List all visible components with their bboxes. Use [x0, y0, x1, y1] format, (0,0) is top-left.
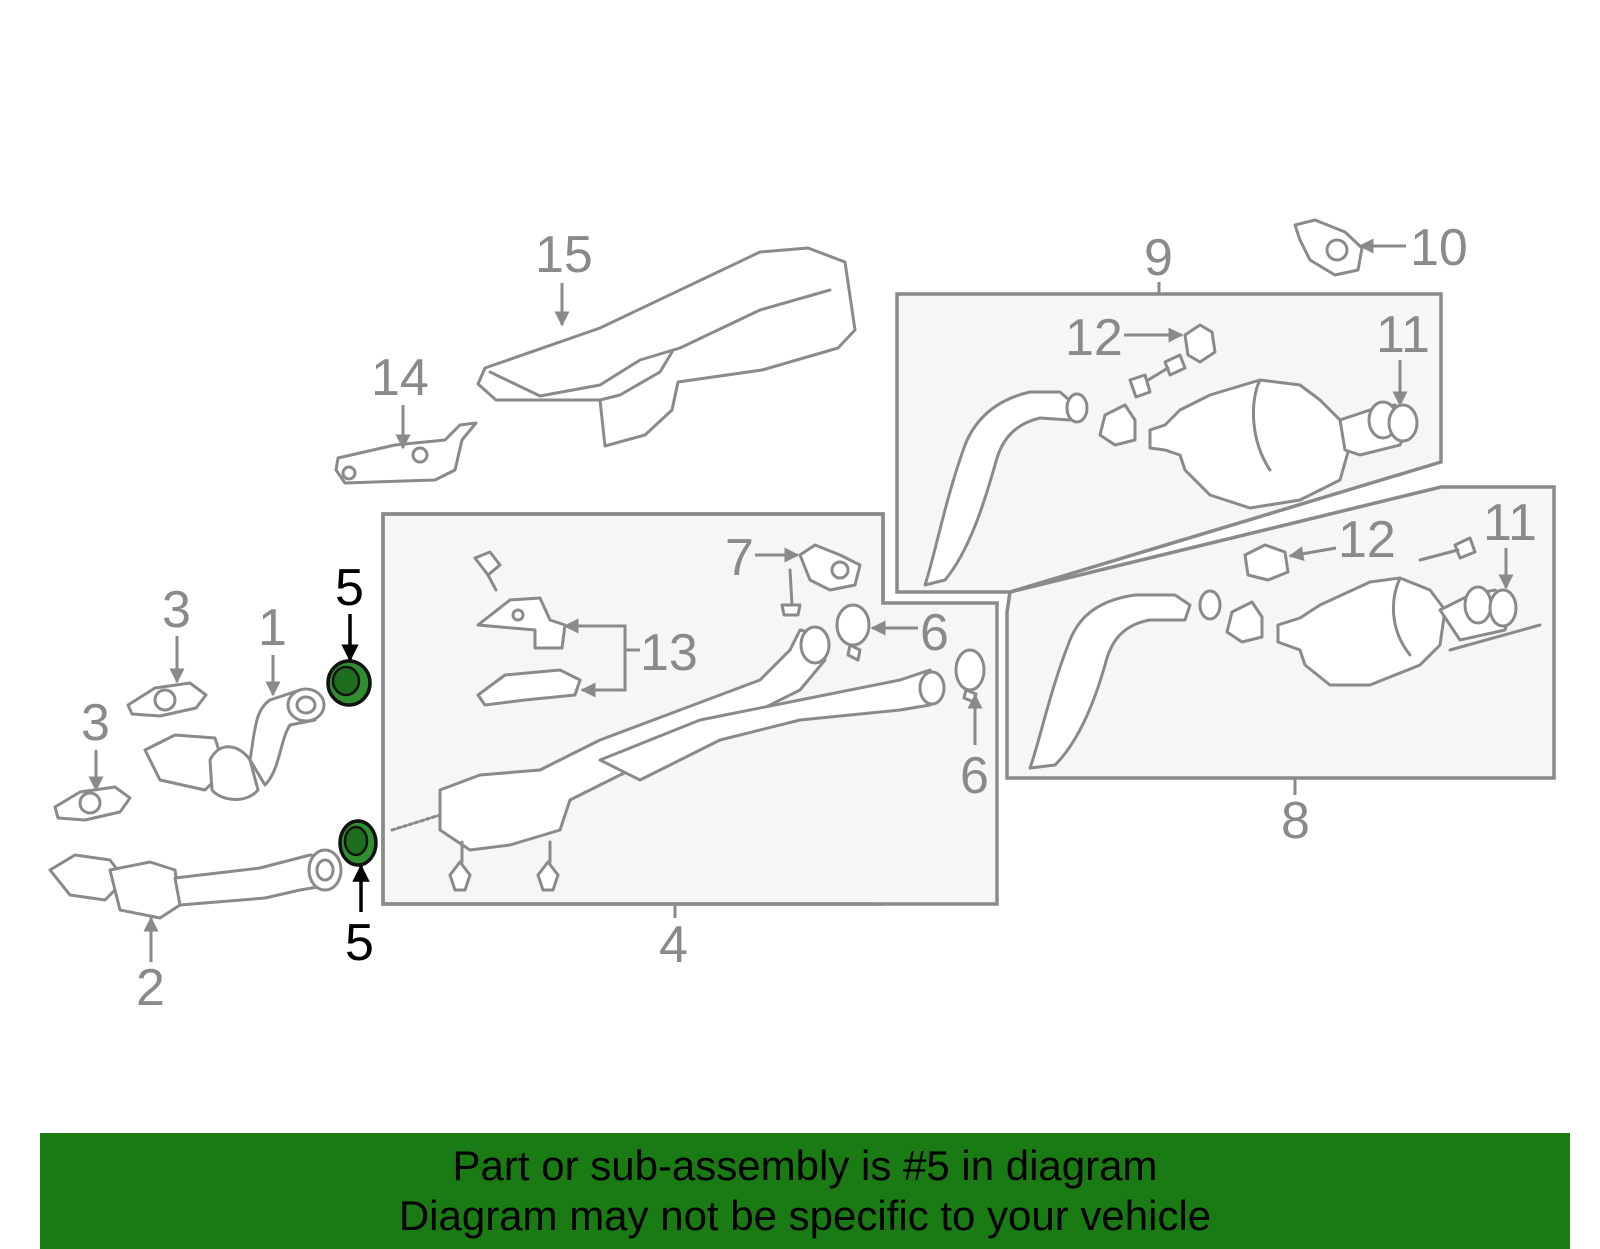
callout-14: 14: [371, 349, 429, 407]
banner-line-1: Part or sub-assembly is #5 in diagram: [452, 1142, 1158, 1189]
hanger-part-7: [780, 543, 862, 617]
leader-13b: [585, 650, 627, 692]
callout-8: 8: [1281, 792, 1310, 850]
callout-10: 10: [1410, 219, 1468, 277]
leader-13: [570, 624, 640, 652]
callout-9: 9: [1144, 229, 1173, 287]
hanger-part-10: [1293, 218, 1364, 277]
muffler-assembly-part-9: [923, 378, 1419, 587]
callout-7: 7: [725, 529, 754, 587]
clamp-part-6-upper: [835, 603, 871, 662]
exhaust-pipe-part-2: [48, 848, 343, 920]
bolt-part-4-c: [536, 840, 560, 892]
bolt-part-4-b: [448, 840, 472, 892]
muffler-assembly-part-8: [1028, 576, 1542, 770]
callout-15: 15: [535, 226, 593, 284]
bracket-part-13-lower: [476, 668, 582, 707]
callout-5-lower: 5: [345, 914, 374, 972]
callout-11-upper: 11: [1376, 306, 1430, 364]
exhaust-pipe-part-1: [143, 687, 326, 801]
callout-12-lower: 12: [1338, 511, 1396, 569]
callout-12-upper: 12: [1065, 309, 1123, 367]
callout-3-lower: 3: [81, 694, 110, 752]
heat-shield-part-15: [476, 246, 857, 448]
seal-part-5-upper: [326, 659, 372, 707]
callout-13: 13: [640, 624, 698, 682]
gasket-part-3-upper: [126, 681, 208, 718]
group-box-4-outline: [381, 512, 999, 906]
bracket-part-14: [334, 421, 478, 485]
callout-11-lower: 11: [1483, 494, 1537, 552]
banner-line-2: Diagram may not be specific to your vehi…: [398, 1192, 1212, 1239]
info-banner: Part or sub-assembly is #5 in diagram Di…: [40, 1133, 1570, 1249]
gasket-part-3-lower: [53, 785, 132, 822]
callout-1: 1: [258, 599, 287, 657]
seal-part-5-lower: [338, 819, 378, 867]
bolt-part-4-a: [473, 550, 502, 592]
callout-2: 2: [136, 959, 165, 1017]
callout-5-upper: 5: [335, 559, 364, 617]
callout-4: 4: [659, 916, 688, 974]
bolt-part-8: [1418, 536, 1477, 562]
callout-3-upper: 3: [162, 581, 191, 639]
leader-12b: [1288, 546, 1337, 562]
insulator-part-12-lower: [1243, 543, 1290, 582]
callout-6-upper: 6: [920, 604, 949, 662]
insulator-part-12-upper: [1183, 323, 1217, 364]
bolt-part-9: [1128, 353, 1187, 399]
callout-6-lower: 6: [960, 747, 989, 805]
y-pipe-part-4: [390, 625, 946, 852]
